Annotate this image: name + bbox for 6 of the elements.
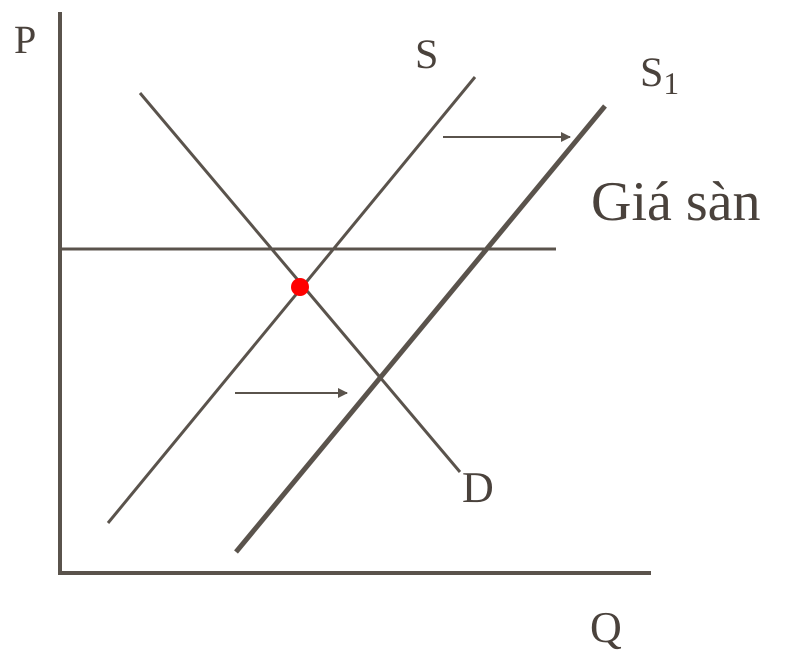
curve-label: S$_{1}$ xyxy=(640,52,680,94)
curve-label: S xyxy=(415,34,438,76)
axis-label: Q xyxy=(590,606,622,650)
axis-label: P xyxy=(14,20,36,60)
price-floor-label: Giá sàn xyxy=(591,174,761,230)
curve-label: D xyxy=(462,466,494,510)
